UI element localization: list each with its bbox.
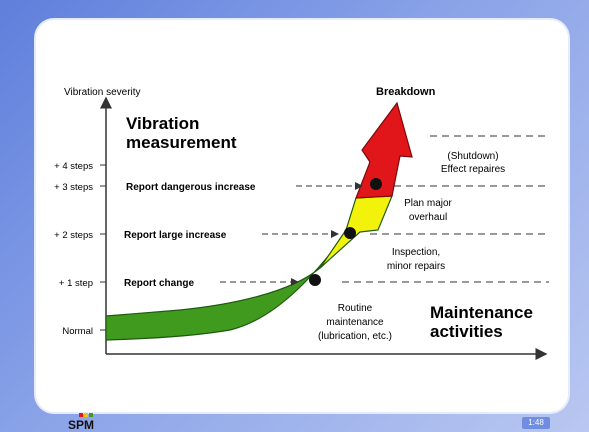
activity-routine-line3: (lubrication, etc.) (318, 331, 392, 342)
activity-overhaul-line2: overhaul (409, 212, 447, 223)
level-label-1: + 1 step (59, 278, 93, 289)
activity-inspection-line1: Inspection, (392, 247, 440, 258)
event-dot-change (309, 274, 321, 286)
vibration-heading-line1: Vibration (126, 114, 199, 133)
slide-panel (36, 20, 568, 412)
level-label-3: + 3 steps (54, 182, 93, 193)
level-label-normal: Normal (62, 326, 93, 337)
band-yellow (319, 195, 393, 269)
report-dangerous-label: Report dangerous increase (126, 182, 256, 193)
activity-routine-line2: maintenance (326, 317, 384, 328)
svg-text:SPM: SPM (68, 418, 94, 430)
level-label-2: + 2 steps (54, 230, 93, 241)
report-large-label: Report large increase (124, 230, 227, 241)
vibration-heading-line2: measurement (126, 133, 237, 152)
report-change-label: Report change (124, 278, 194, 289)
event-dot-large (344, 227, 356, 239)
activity-shutdown-line1: (Shutdown) (447, 151, 498, 162)
activity-inspection-line2: minor repairs (387, 261, 445, 272)
activity-shutdown-line2: Effect repaires (441, 164, 505, 175)
band-red (355, 101, 413, 199)
spm-logo: SPM (68, 413, 94, 430)
activity-routine-line1: Routine (338, 303, 373, 314)
y-axis-title: Vibration severity (64, 87, 141, 98)
page-number: 1:48 (522, 417, 550, 429)
maintenance-heading-line2: activities (430, 322, 503, 341)
event-dot-dangerous (370, 178, 382, 190)
maintenance-heading-line1: Maintenance (430, 303, 533, 322)
breakdown-label: Breakdown (376, 86, 436, 98)
level-label-4: + 4 steps (54, 161, 93, 172)
activity-overhaul-line1: Plan major (404, 198, 452, 209)
